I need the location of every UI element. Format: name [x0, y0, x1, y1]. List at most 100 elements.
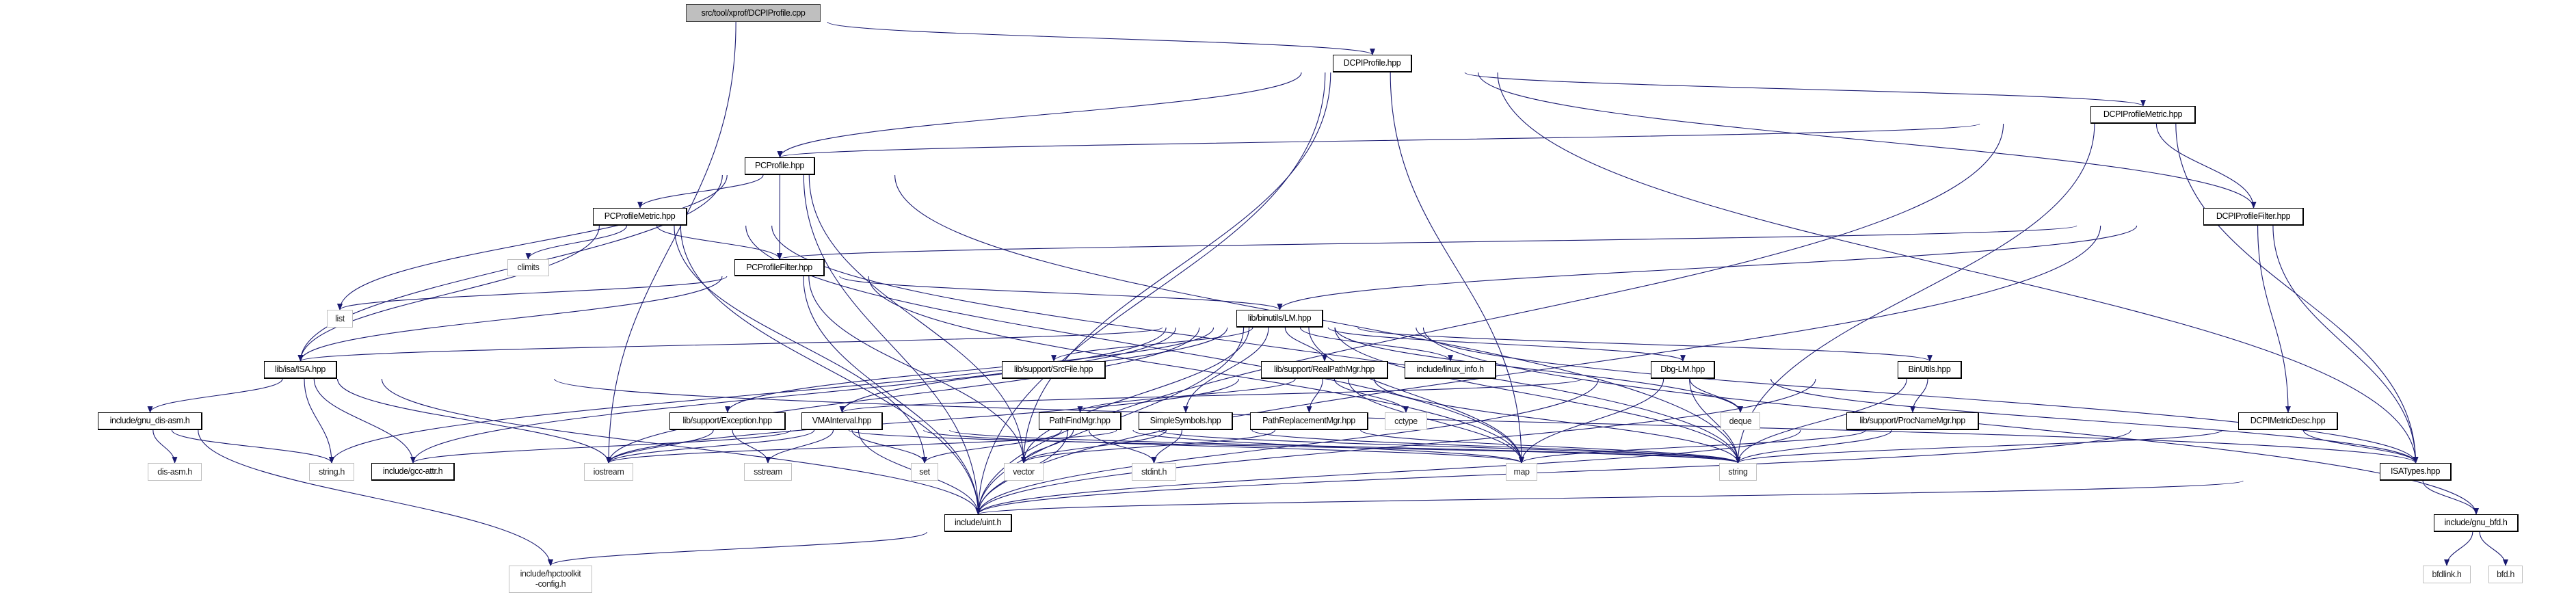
node-pcfilter[interactable]: PCProfileFilter.hpp: [734, 259, 825, 276]
edge-lm-to-gccattr: [410, 327, 1176, 464]
edge-pcmetric-to-isa: [297, 225, 600, 362]
edge-simplesym-to-string: [1251, 429, 1741, 464]
node-binutils[interactable]: BinUtils.hpp: [1898, 361, 1962, 379]
node-dcpi-metric[interactable]: DCPIProfileMetric.hpp: [2090, 106, 2196, 124]
edge-procname-to-string: [1735, 429, 1892, 464]
node-gnubfd[interactable]: include/gnu_bfd.h: [2434, 514, 2519, 532]
edge-lm-to-isa: [298, 327, 1163, 362]
edge-dcpi_filter-to-pcfilter: [777, 225, 2077, 260]
edge-simplesym-to-vector: [1021, 429, 1167, 464]
edge-dcpi_metric-to-dcpi_filter: [2155, 123, 2257, 209]
node-dbglm[interactable]: Dbg-LM.hpp: [1651, 361, 1715, 379]
node-stringh[interactable]: string.h: [309, 463, 354, 481]
node-pcmetric[interactable]: PCProfileMetric.hpp: [593, 208, 687, 226]
node-gnudis[interactable]: include/gnu_dis-asm.h: [98, 412, 202, 430]
node-vector[interactable]: vector: [1004, 463, 1044, 481]
node-procname[interactable]: lib/support/ProcNameMgr.hpp: [1846, 412, 1979, 430]
edge-dbglm-to-vma: [839, 378, 1583, 413]
node-linux[interactable]: include/linux_info.h: [1405, 361, 1496, 379]
node-set[interactable]: set: [911, 463, 938, 481]
node-exception[interactable]: lib/support/Exception.hpp: [669, 412, 786, 430]
edge-dcpi_hpp-to-dcpi_filter: [1478, 72, 2257, 209]
node-pathrepl[interactable]: PathReplacementMgr.hpp: [1250, 412, 1368, 430]
edge-realpath-to-string: [1373, 378, 1741, 464]
edge-dcpi_filter-to-lm: [1277, 225, 2138, 310]
edge-pcfilter-to-vector: [808, 276, 1026, 464]
edge-lm-to-string: [1334, 327, 1741, 464]
node-simplesym[interactable]: SimpleSymbols.hpp: [1139, 412, 1233, 430]
node-string[interactable]: string: [1719, 463, 1757, 481]
node-isatypes[interactable]: ISATypes.hpp: [2380, 463, 2452, 481]
node-sstream[interactable]: sstream: [744, 463, 792, 481]
edge-pathrepl-to-vector: [1021, 429, 1275, 464]
edge-realpath-to-pathrepl: [1306, 378, 1323, 413]
edge-dcpi_filter-to-isatypes: [2272, 225, 2419, 464]
node-bfdlink[interactable]: bfdlink.h: [2423, 566, 2471, 583]
edge-binutils-to-uint: [975, 378, 1816, 515]
node-list[interactable]: list: [327, 310, 353, 328]
edge-lm-to-srcfile: [1051, 327, 1253, 362]
edge-lm-to-linux: [1299, 327, 1453, 362]
edge-isa-to-gnudis: [147, 378, 283, 413]
node-lm[interactable]: lib/binutils/LM.hpp: [1236, 310, 1323, 328]
edge-pathfind-to-set: [922, 429, 1062, 464]
edge-vma-to-sstream: [765, 429, 834, 464]
edge-isa-to-stringh: [304, 378, 334, 464]
edge-pcprofile-to-list: [337, 174, 728, 310]
edge-realpath-to-pathfind: [1077, 378, 1296, 413]
edge-lm-to-map: [1308, 327, 1524, 464]
edge-dcpi_filter-to-metricdesc: [2257, 225, 2291, 413]
node-cctype[interactable]: cctype: [1385, 412, 1427, 430]
edge-pcmetric-to-pcfilter: [656, 225, 782, 260]
edge-pcfilter-to-map: [868, 276, 1524, 464]
node-map[interactable]: map: [1506, 463, 1537, 481]
node-pcprofile[interactable]: PCProfile.hpp: [745, 157, 815, 175]
edge-pcfilter-to-uint: [803, 276, 981, 515]
node-cpp[interactable]: src/tool/xprof/DCPIProfile.cpp: [686, 4, 821, 22]
edge-lm-to-binutils: [1357, 327, 1933, 362]
edge-gnudis-to-stringh: [171, 429, 334, 464]
edge-simplesym-to-iostream: [606, 429, 1117, 464]
edge-pcfilter-to-list: [337, 276, 728, 310]
node-deque[interactable]: deque: [1721, 412, 1760, 430]
node-dcpi-hpp[interactable]: DCPIProfile.hpp: [1333, 55, 1412, 72]
node-bfd[interactable]: bfd.h: [2488, 566, 2523, 583]
node-iostream[interactable]: iostream: [584, 463, 633, 481]
edge-dcpi_hpp-to-uint: [975, 72, 1326, 515]
edge-cpp-to-iostream: [606, 21, 736, 464]
edge-vma-to-gccattr: [410, 429, 791, 464]
edge-gnubfd-to-bfd: [2479, 531, 2508, 566]
node-gccattr[interactable]: include/gcc-attr.h: [371, 463, 455, 481]
edge-pathfind-to-string: [1158, 429, 1741, 464]
edge-gnudis-to-disasm: [152, 429, 178, 464]
edge-metricdesc-to-uint: [975, 429, 2132, 515]
node-isa[interactable]: lib/isa/ISA.hpp: [264, 361, 337, 379]
node-hpcconfig[interactable]: include/hpctoolkit -config.h: [509, 566, 592, 593]
node-metricdesc[interactable]: DCPIMetricDesc.hpp: [2238, 412, 2338, 430]
edge-dbglm-to-map: [1519, 378, 1664, 464]
node-disasm[interactable]: dis-asm.h: [148, 463, 202, 481]
edge-realpath-to-cctype: [1333, 378, 1409, 413]
edge-vma-to-map: [923, 429, 1524, 464]
node-srcfile[interactable]: lib/support/SrcFile.hpp: [1002, 361, 1106, 379]
edge-gnubfd-to-bfdlink: [2444, 531, 2473, 566]
edge-exception-to-iostream: [606, 429, 714, 464]
edge-pcfilter-to-isa: [297, 276, 723, 362]
node-vma[interactable]: VMAInterval.hpp: [801, 412, 883, 430]
edge-lm-to-dbglm: [1327, 327, 1686, 362]
edge-lm-to-deque: [1334, 327, 1743, 413]
edge-isatypes-to-uint: [976, 480, 2244, 515]
node-realpath[interactable]: lib/support/RealPathMgr.hpp: [1261, 361, 1388, 379]
edge-pathrepl-to-string: [1360, 429, 1741, 464]
node-stdint[interactable]: stdint.h: [1132, 463, 1176, 481]
edge-gnudis-to-hpcconfig: [198, 429, 553, 566]
edge-dcpi_hpp-to-isatypes: [1497, 72, 2419, 464]
edge-pcmetric-to-string: [771, 225, 1741, 464]
edge-isatypes-to-gnubfd: [2422, 480, 2479, 515]
node-dcpi-filter[interactable]: DCPIProfileFilter.hpp: [2203, 208, 2304, 226]
edge-lm-to-isatypes: [1416, 327, 2419, 464]
node-uint[interactable]: include/uint.h: [944, 514, 1012, 532]
node-pathfind[interactable]: PathFindMgr.hpp: [1039, 412, 1121, 430]
node-climits[interactable]: climits: [507, 259, 549, 276]
edge-pcmetric-to-climits: [525, 225, 627, 260]
